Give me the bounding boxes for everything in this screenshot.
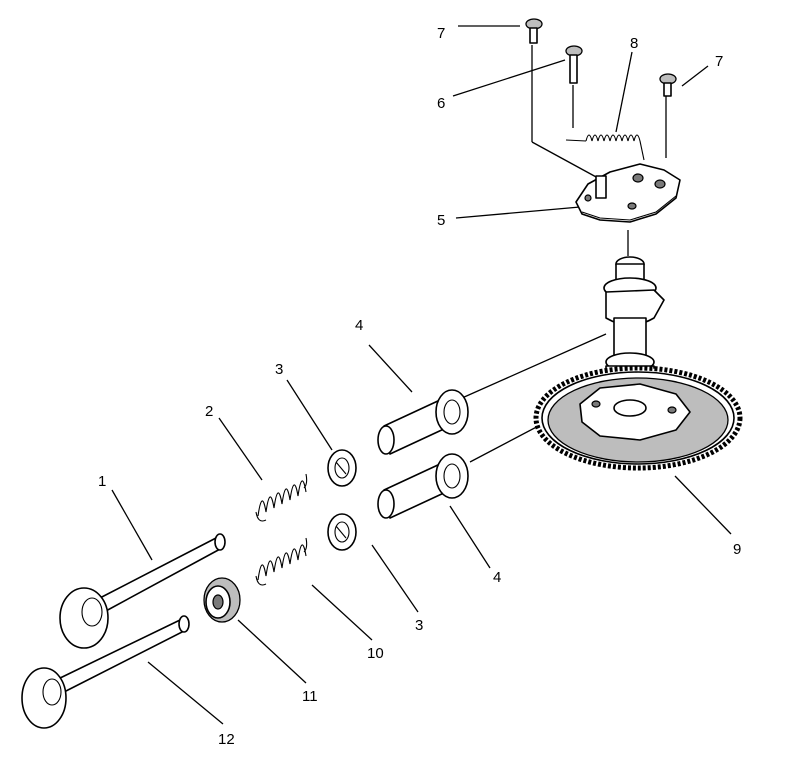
valve-1 — [59, 533, 226, 649]
valve-seal-11 — [203, 577, 241, 623]
callout-2: 2 — [205, 403, 213, 420]
spring-8 — [565, 134, 645, 161]
callout-3-lower: 3 — [415, 617, 423, 634]
callout-8: 8 — [630, 35, 638, 52]
callout-12: 12 — [218, 731, 235, 748]
callout-3-upper: 3 — [275, 361, 283, 378]
tappet-4-upper — [377, 389, 469, 455]
valve-spring-2 — [255, 473, 308, 522]
callout-1: 1 — [98, 473, 106, 490]
tappet-4-lower — [377, 453, 469, 519]
pin-7-right — [659, 73, 677, 97]
callout-9: 9 — [733, 541, 741, 558]
callout-4-upper: 4 — [355, 317, 363, 334]
callout-11: 11 — [302, 688, 318, 705]
pin-6 — [565, 45, 583, 84]
retainer-3-lower — [327, 513, 357, 551]
callout-4-lower: 4 — [493, 569, 501, 586]
callout-labels: 7 6 8 7 5 4 3 2 1 4 9 3 10 11 12 — [98, 25, 741, 748]
callout-10: 10 — [367, 645, 384, 662]
valve-spring-10 — [255, 537, 308, 586]
callout-6: 6 — [437, 95, 445, 112]
callout-7-right: 7 — [715, 53, 723, 70]
pin-7-left — [525, 18, 543, 44]
cam-gear-9 — [533, 365, 743, 471]
callout-7-top: 7 — [437, 25, 445, 42]
valve-12 — [21, 615, 190, 729]
retainer-3-upper — [327, 449, 357, 487]
governor-plate-5 — [575, 163, 681, 223]
callout-5: 5 — [437, 212, 445, 229]
